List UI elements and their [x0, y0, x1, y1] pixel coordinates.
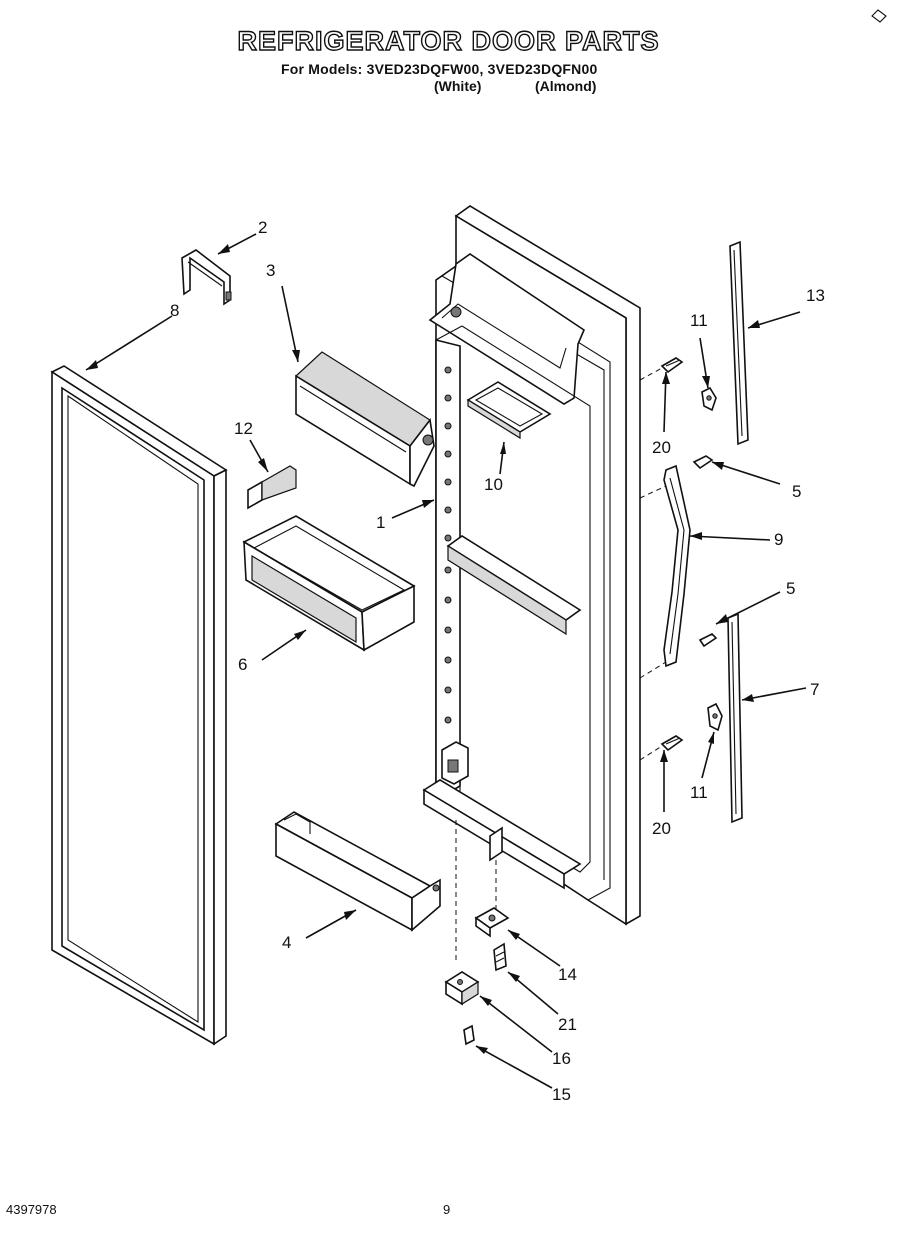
page-title: REFRIGERATOR DOOR PARTS [237, 25, 660, 56]
callout-7: 7 [810, 680, 819, 699]
dairy-door-clip [247, 465, 297, 510]
callout-10: 10 [484, 475, 503, 494]
callout-2: 2 [258, 218, 267, 237]
callout-6: 6 [238, 655, 247, 674]
document-number: 4397978 [6, 1202, 57, 1217]
callout-15: 15 [552, 1085, 571, 1104]
callout-4: 4 [282, 933, 291, 952]
door-gasket [50, 365, 228, 1046]
door-trim-lower [727, 612, 743, 824]
hinge-screw [493, 942, 507, 972]
trim-clip-upper [701, 386, 717, 412]
callout-5-upper: 5 [792, 482, 801, 501]
page-number: 9 [443, 1202, 451, 1217]
callout-16: 16 [552, 1049, 571, 1068]
trim-screw-lower [698, 633, 718, 648]
handle-screw-lower [660, 735, 684, 752]
callout-14: 14 [558, 965, 577, 984]
callout-11-lower: 11 [690, 783, 708, 802]
callout-20-lower: 20 [652, 819, 671, 838]
door-bin-lower [274, 811, 441, 932]
handle-screw-upper [660, 357, 684, 374]
callout-3: 3 [266, 261, 275, 280]
variant-white: (White) [434, 78, 482, 94]
dairy-compartment-door [295, 351, 435, 488]
shelf-support-holes [444, 366, 452, 724]
variant-almond: (Almond) [535, 78, 597, 94]
callout-21: 21 [558, 1015, 577, 1034]
callout-8: 8 [170, 301, 179, 320]
callout-11-upper: 11 [690, 311, 708, 330]
hinge-bushing [444, 971, 480, 1006]
door-assembly [422, 205, 641, 926]
callout-20-upper: 20 [652, 438, 671, 457]
callout-9: 9 [774, 530, 783, 549]
trim-screw-upper [692, 455, 714, 470]
corner-mark [871, 9, 887, 23]
leader-lines [85, 233, 807, 1089]
trim-clip-lower [707, 702, 723, 732]
callout-1: 1 [376, 513, 385, 532]
door-handle [663, 464, 691, 668]
hinge-bracket [181, 249, 232, 306]
callout-13: 13 [806, 286, 825, 305]
models-line: For Models: 3VED23DQFW00, 3VED23DQFN00 [281, 61, 598, 77]
callout-12: 12 [234, 419, 253, 438]
bushing-screw [463, 1024, 475, 1046]
lower-hinge [474, 907, 510, 938]
door-trim-upper [729, 240, 749, 446]
butter-tray [466, 381, 552, 440]
door-bin-large [242, 515, 416, 652]
callout-5-lower: 5 [786, 579, 795, 598]
